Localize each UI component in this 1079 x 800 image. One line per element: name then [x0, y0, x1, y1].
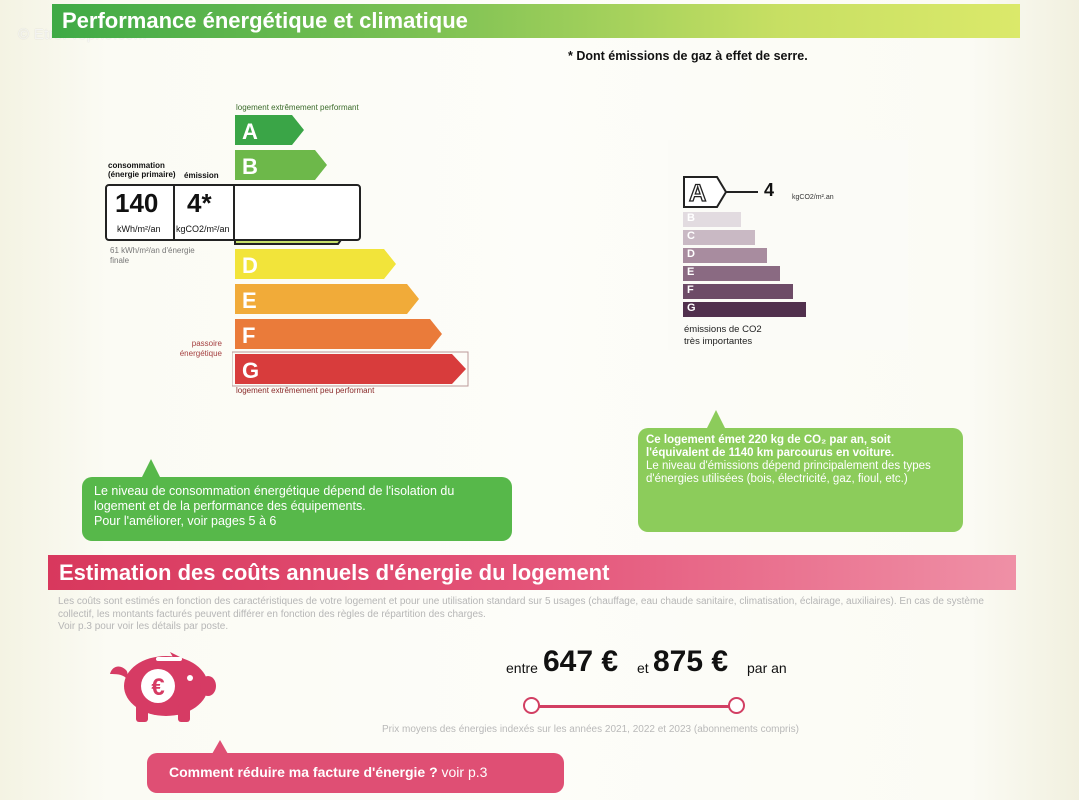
ges-bar-d-letter: D [687, 248, 695, 260]
info-right-strong-text: Ce logement émet 220 kg de CO₂ par an, s… [646, 434, 895, 459]
cta-label: Comment réduire ma facture d'énergie ? [169, 764, 438, 780]
cost-between: entre [506, 660, 538, 676]
ges-bar-f-letter: F [687, 284, 694, 296]
ges-bar-g-letter: G [687, 302, 696, 314]
info-right-bubble: Ce logement émet 220 kg de CO₂ par an, s… [638, 428, 963, 532]
ges-pointer-line [726, 191, 758, 193]
emission-divider [233, 186, 235, 239]
ges-bar-c-letter: C [687, 230, 695, 242]
piggy-bank-icon: € [110, 652, 216, 722]
ges-unit: kgCO2/m².an [792, 194, 834, 201]
price-note: Prix moyens des énergies indexés sur les… [382, 724, 799, 735]
energy-section-header: Performance énergétique et climatique [52, 4, 1020, 38]
info-left-pointer [142, 459, 160, 477]
ges-caption-line2: très importantes [684, 336, 753, 347]
ges-caption: émissions de CO2 très importantes [684, 324, 762, 348]
info-right-text: Le niveau d'émissions dépend principalem… [646, 460, 931, 485]
cost-and: et [637, 660, 649, 676]
cost-description: Les coûts sont estimés en fonction des c… [58, 596, 988, 634]
emission-label: émission [184, 171, 219, 180]
cost-section-header: Estimation des coûts annuels d'énergie d… [48, 555, 1016, 590]
scale-caption-top: logement extrêmement performant [236, 103, 359, 112]
consumption-divider [173, 186, 175, 239]
dpe-class-e: E [235, 284, 419, 314]
cta-pointer [212, 740, 228, 754]
cost-description-link[interactable]: Voir p.3 pour voir les détails par poste… [58, 621, 229, 632]
info-left-bubble: Le niveau de consommation énergétique dé… [82, 477, 512, 541]
consumption-unit: kWh/m²/an [117, 224, 161, 234]
emission-value: 4* [187, 188, 212, 218]
ges-bar-e: E [683, 266, 780, 281]
dpe-class-f-letter: F [242, 323, 255, 348]
dpe-class-d-letter: D [242, 253, 258, 278]
consumption-value: 140 [115, 188, 159, 218]
ges-caption-line1: émissions de CO2 [684, 324, 762, 335]
cost-section-title: Estimation des coûts annuels d'énergie d… [59, 560, 610, 585]
piggy-euro-symbol: € [151, 674, 164, 701]
ges-bar-d: D [683, 248, 767, 263]
dpe-scale: A B C D E F G [232, 115, 469, 387]
dpe-class-f: F [235, 319, 442, 349]
cost-high: 875 € [653, 645, 729, 678]
dpe-class-b-letter: B [242, 154, 258, 179]
dpe-class-g-letter: G [242, 358, 259, 383]
ges-current-class-marker: A [683, 176, 728, 208]
emission-unit: kgCO2/m²/an [176, 224, 230, 234]
energy-section-title: Performance énergétique et climatique [62, 8, 468, 33]
reduce-bill-cta[interactable]: Comment réduire ma facture d'énergie ? v… [147, 753, 564, 793]
ges-footnote: * Dont émissions de gaz à effet de serre… [568, 49, 808, 63]
ges-current-class-letter: A [689, 180, 706, 207]
final-energy-note: 61 kWh/m²/an d'énergie finale [110, 246, 195, 265]
info-left-link[interactable]: Pour l'améliorer, voir pages 5 à 6 [94, 514, 277, 528]
dpe-class-a: A [235, 115, 304, 145]
cost-range-min-dot [523, 697, 540, 714]
ges-panel [668, 140, 908, 350]
ges-value: 4 [764, 180, 775, 200]
ges-bar-g: G [683, 302, 806, 317]
ges-bar-e-letter: E [687, 266, 695, 278]
ges-bar-c: C [683, 230, 755, 245]
consumption-box: 140 kWh/m²/an 4* kgCO2/m²/an [105, 184, 361, 241]
consumption-label: consommation (énergie primaire) [108, 161, 176, 179]
dpe-class-d: D [235, 249, 396, 279]
dpe-class-g: G [232, 351, 469, 387]
info-left-text: Le niveau de consommation énergétique dé… [94, 484, 455, 513]
info-right-pointer [707, 410, 725, 428]
cost-description-text: Les coûts sont estimés en fonction des c… [58, 596, 984, 620]
ges-bar-b: B [683, 212, 741, 227]
scale-caption-bottom: logement extrêmement peu performant [236, 386, 375, 395]
ges-bar-f: F [683, 284, 793, 299]
cost-per-year: par an [747, 660, 787, 676]
cost-low: 647 € [543, 645, 619, 678]
dpe-class-e-letter: E [242, 288, 257, 313]
dpe-class-b: B [235, 150, 327, 180]
cost-range-track [532, 705, 737, 708]
cta-link[interactable]: voir p.3 [441, 764, 488, 780]
ges-bar-b-letter: B [687, 212, 695, 224]
dpe-class-a-letter: A [242, 119, 258, 144]
cost-range-max-dot [728, 697, 745, 714]
passoire-label: passoire énergétique [179, 339, 222, 358]
